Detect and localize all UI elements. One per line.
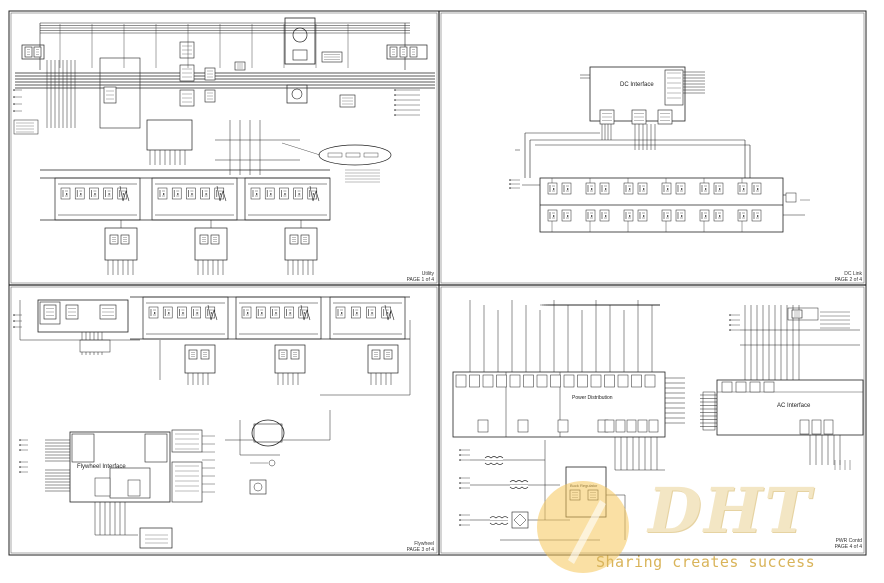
dc-link-schematic — [509, 66, 810, 233]
pwr-page-title: PWR Contd — [835, 538, 862, 544]
watermark-tagline: Sharing creates success — [596, 553, 816, 571]
utility-page-number: PAGE 1 of 4 — [406, 277, 434, 283]
flywheel-interface-title: Flywheel Interface — [77, 464, 126, 470]
dc-page-label: DC Link PAGE 2 of 4 — [820, 271, 862, 283]
power-distribution-title: Power Distribution — [572, 395, 613, 401]
ac-interface-title: AC Interface — [777, 403, 811, 409]
dc-interface-title: DC Interface — [620, 82, 654, 88]
flywheel-page-label: Flywheel PAGE 3 of 4 — [392, 541, 434, 553]
note-ellipse — [318, 144, 392, 166]
utility-page-label: Utility PAGE 1 of 4 — [392, 271, 434, 283]
flywheel-page-title: Flywheel — [414, 541, 434, 547]
utility-page-title: Utility — [421, 271, 434, 277]
pwr-page-number: PAGE 4 of 4 — [834, 544, 862, 550]
power-distribution-schematic — [452, 300, 864, 541]
watermark-logo: DHT — [648, 474, 813, 547]
flywheel-schematic — [13, 296, 411, 549]
sheet-border — [8, 10, 867, 556]
dc-page-number: PAGE 2 of 4 — [834, 277, 862, 283]
flywheel-motor — [251, 419, 285, 447]
pwr-page-label: PWR Contd PAGE 4 of 4 — [820, 538, 862, 550]
utility-schematic — [13, 17, 435, 275]
buck-regulator-title: Buck Regulator — [570, 483, 598, 488]
flywheel-page-number: PAGE 3 of 4 — [406, 547, 434, 553]
dc-page-title: DC Link — [844, 271, 862, 277]
